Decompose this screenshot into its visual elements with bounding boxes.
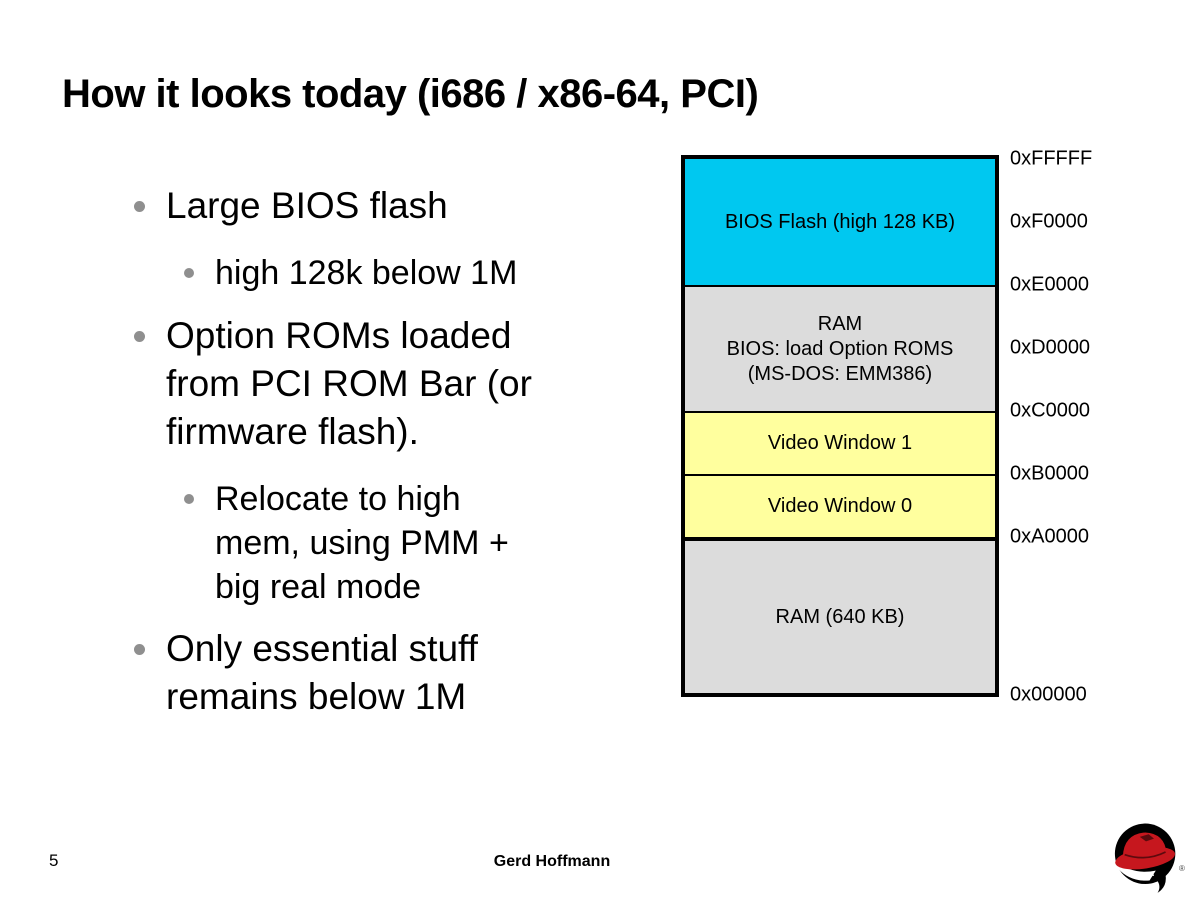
- bullet-icon: [134, 644, 145, 655]
- address-label-0xd0000: 0xD0000: [1010, 336, 1091, 359]
- hat-dent: [1139, 834, 1154, 842]
- slide-title: How it looks today (i686 / x86-64, PCI): [62, 72, 759, 116]
- hat-crown: [1122, 832, 1167, 859]
- bullet-text: Large BIOS flash: [166, 185, 448, 226]
- memory-block-video-window-1: Video Window 1: [685, 411, 995, 474]
- bullet-text: Only essential stuff remains below 1M: [166, 628, 478, 717]
- bullet-item-essential-stuff: Only essential stuff remains below 1M: [133, 625, 633, 721]
- memory-map-diagram: BIOS Flash (high 128 KB) RAM BIOS: load …: [681, 155, 999, 697]
- address-label-0xc0000: 0xC0000: [1010, 399, 1091, 422]
- red-hat-logo: [1106, 818, 1186, 894]
- memory-block-label: RAM BIOS: load Option ROMS (MS-DOS: EMM3…: [726, 312, 954, 385]
- bullet-item-large-bios-flash: Large BIOS flash: [133, 182, 633, 230]
- memory-block-video-window-0: Video Window 0: [685, 474, 995, 537]
- bullet-icon: [184, 494, 194, 504]
- address-label-0xe0000: 0xE0000: [1010, 273, 1089, 296]
- shadowman-face: [1117, 861, 1156, 881]
- address-label-0xf0000: 0xF0000: [1010, 210, 1088, 233]
- memory-block-label: Video Window 0: [767, 495, 913, 517]
- bullet-icon: [134, 201, 145, 212]
- address-label-0x00000: 0x00000: [1010, 683, 1087, 706]
- bullet-item-relocate: Relocate to high mem, using PMM + big re…: [184, 477, 633, 609]
- shadowman-tail: [1155, 875, 1166, 893]
- memory-block-bios-flash: BIOS Flash (high 128 KB): [685, 159, 995, 285]
- shadowman-collar: [1147, 872, 1154, 876]
- bullet-text: Relocate to high mem, using PMM + big re…: [215, 480, 509, 606]
- memory-block-label: RAM (640 KB): [775, 605, 905, 628]
- address-label-0xa0000: 0xA0000: [1010, 525, 1089, 548]
- memory-block-label: Video Window 1: [767, 432, 913, 454]
- bullet-icon: [134, 331, 145, 342]
- memory-block-label: BIOS Flash (high 128 KB): [724, 210, 956, 233]
- red-hat-shadowman-icon: [1114, 823, 1176, 893]
- address-label-0xfffff: 0xFFFFF: [1010, 147, 1093, 170]
- bullet-item-high-128k: high 128k below 1M: [184, 251, 633, 295]
- bullet-text: high 128k below 1M: [215, 254, 518, 292]
- page-number: 5: [49, 851, 59, 870]
- bullet-text: Option ROMs loaded from PCI ROM Bar (or …: [166, 315, 532, 452]
- bullet-icon: [184, 268, 194, 278]
- memory-block-upper-ram: RAM BIOS: load Option ROMS (MS-DOS: EMM3…: [685, 285, 995, 411]
- registered-trademark: ®: [1179, 864, 1185, 873]
- bullet-item-option-roms: Option ROMs loaded from PCI ROM Bar (or …: [133, 312, 633, 456]
- memory-block-low-ram: RAM (640 KB): [685, 537, 995, 693]
- address-label-0xb0000: 0xB0000: [1010, 462, 1089, 485]
- bullet-list: Large BIOS flash high 128k below 1M Opti…: [133, 182, 633, 721]
- footer-author: Gerd Hoffmann: [493, 853, 611, 870]
- hat-band: [1124, 851, 1166, 859]
